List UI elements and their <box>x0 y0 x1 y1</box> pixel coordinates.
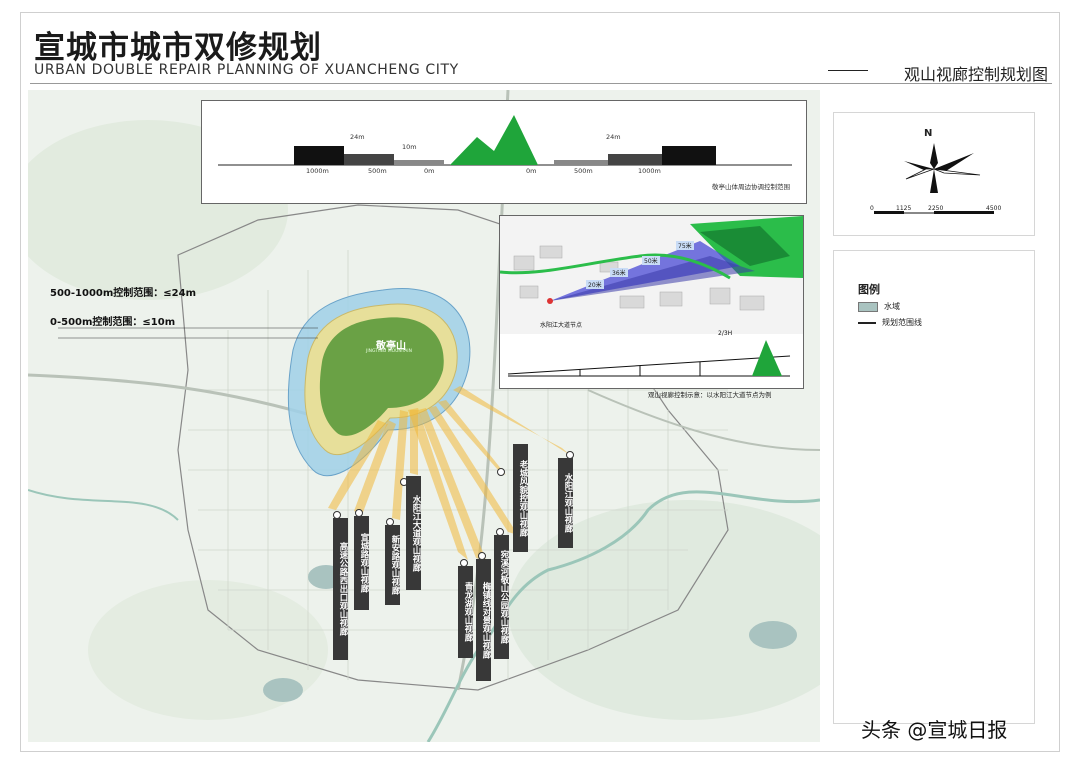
legend-panel: 图例 水域 规划范围线 <box>833 250 1035 724</box>
view-corridors <box>328 386 570 560</box>
compass-icon <box>874 143 994 214</box>
height-36: 36米 <box>610 268 628 277</box>
lake <box>263 678 303 702</box>
corridor-label-9[interactable]: 水阳江观山视廊 <box>558 458 573 548</box>
inner-zone-annotation: 0-500m控制范围：≤10m <box>50 317 176 328</box>
section-distance: 1000m <box>638 167 661 175</box>
section-distance: 1000m <box>306 167 329 175</box>
scale-tick: 1125 <box>896 205 912 212</box>
corridor-label-3[interactable]: 新安路观山视廊 <box>385 525 400 605</box>
legend-item-water: 水域 <box>858 301 900 312</box>
section-height-right: 24m <box>606 133 621 141</box>
view-corridor-inset: 75米 50米 36米 20米 水阳江大道节点 2/3H <box>499 215 804 389</box>
corridor-label-4[interactable]: 水阳江大道观山视廊 <box>406 476 421 590</box>
corridor-label-8[interactable]: 老城风貌控观山视廊 <box>513 444 528 552</box>
inset-node-label: 水阳江大道节点 <box>540 322 583 329</box>
corridor-node <box>497 468 505 476</box>
mountain-label: 敬亭山 <box>376 341 406 352</box>
legend-label: 规划范围线 <box>882 318 922 327</box>
legend-label: 水域 <box>884 302 900 311</box>
subtitle-dash <box>828 70 868 71</box>
height-75: 75米 <box>676 241 694 250</box>
corridor-label-6[interactable]: 梅镇线对景观山视廊 <box>476 559 491 681</box>
page-frame <box>20 12 1060 752</box>
scale-tick: 4500 <box>986 205 1002 212</box>
section-height-left: 24m <box>350 133 365 141</box>
section-distance: 0m <box>526 167 537 175</box>
jingting-mountain <box>319 317 444 436</box>
section-caption: 敬亭山体周边协调控制范围 <box>712 183 790 191</box>
header-divider <box>30 83 1052 84</box>
planning-boundary <box>177 204 729 691</box>
inset-caption: 观山视廊控制示意：以水阳江大道节点为例 <box>648 391 772 399</box>
legend-title: 图例 <box>858 283 880 296</box>
boundary-swatch <box>858 321 876 324</box>
scale-tick: 0 <box>870 205 874 212</box>
section-distance: 0m <box>424 167 435 175</box>
corridor-label-7[interactable]: 宛溪河敬山公园观山视廊 <box>494 535 509 659</box>
outer-zone-annotation: 500-1000m控制范围：≤24m <box>50 288 196 299</box>
corridor-label-2[interactable]: 宣城路观山视廊 <box>354 516 369 610</box>
source-watermark: 头条 @宣城日报 <box>861 718 1008 742</box>
river <box>426 490 820 742</box>
height-20: 20米 <box>586 280 604 289</box>
legend-item-boundary: 规划范围线 <box>858 317 922 328</box>
mountain-label-english: JINGTING MOUNTAIN <box>366 349 412 354</box>
north-arrow-panel <box>833 112 1035 236</box>
map-subtitle: 观山视廊控制规划图 <box>903 65 1048 84</box>
corridor-label-1[interactable]: 高速公路西出口观山视廊 <box>333 518 348 660</box>
height-50: 50米 <box>642 256 660 265</box>
section-height-center: 10m <box>402 143 417 151</box>
water-swatch <box>858 301 878 312</box>
lake <box>749 621 797 649</box>
inset-ratio: 2/3H <box>718 330 733 337</box>
page-title: 宣城市城市双修规划 <box>34 30 322 66</box>
page-title-english: URBAN DOUBLE REPAIR PLANNING OF XUANCHEN… <box>34 62 459 78</box>
section-distance: 500m <box>574 167 593 175</box>
corridor-label-5[interactable]: 青龙湖观山视廊 <box>458 566 473 658</box>
section-distance: 500m <box>368 167 387 175</box>
north-letter: N <box>924 128 933 139</box>
height-section-diagram: 24m 10m 24m 1000m 500m 0m 0m 500m 1000m … <box>201 100 807 204</box>
scale-tick: 2250 <box>928 205 944 212</box>
